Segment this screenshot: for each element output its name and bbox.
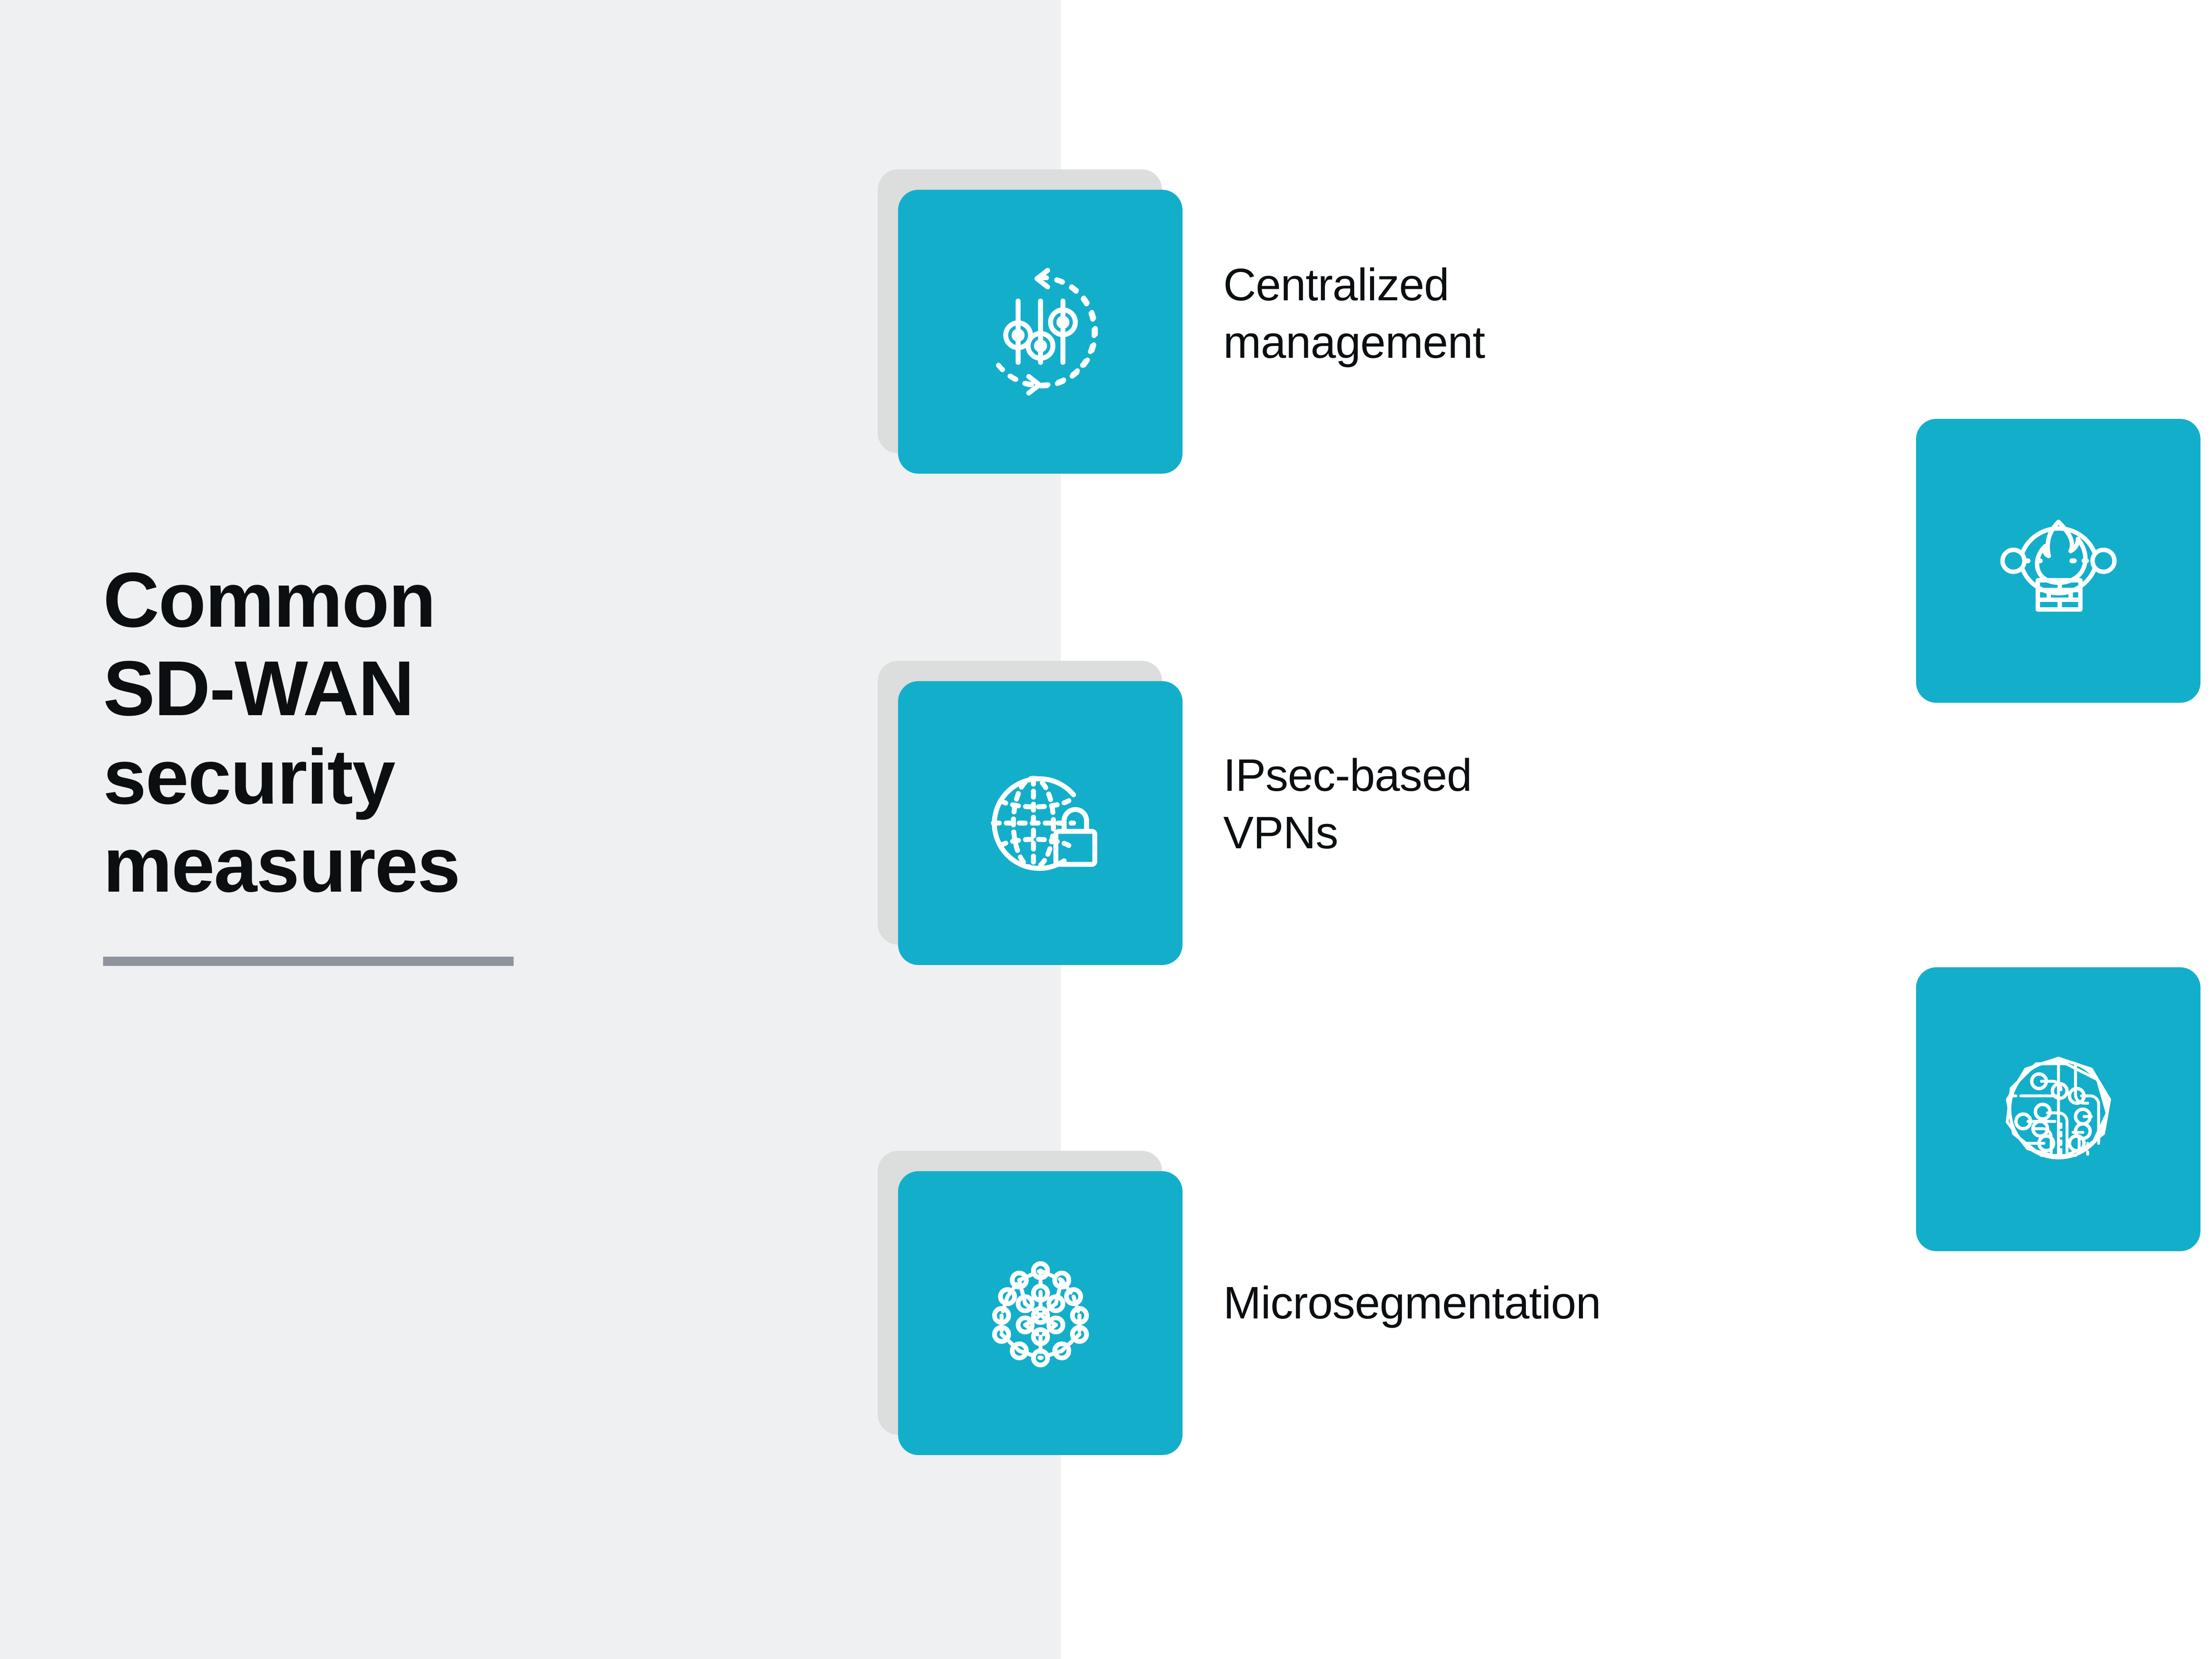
title-underline-rule: [103, 957, 514, 966]
globe-lock-icon: [970, 752, 1111, 894]
tile-ipsec-based-vpns[interactable]: [898, 681, 1183, 965]
tile-next-generation-firewalls[interactable]: [1916, 419, 2200, 703]
page-title: Common SD-WAN security measures: [103, 557, 461, 909]
tile-centralized-management[interactable]: [898, 190, 1183, 474]
tile-wrapper: [878, 661, 1183, 965]
sliders-refresh-icon: [970, 261, 1111, 402]
firewall-flame-icon: [1985, 488, 2131, 634]
tile-wrapper: [1916, 967, 2200, 1251]
tile-wrapper: [878, 1151, 1183, 1455]
item-label-centralized-management: Centralized management: [1223, 259, 1485, 368]
node-mesh-icon: [970, 1242, 1111, 1384]
tile-microsegmentation[interactable]: [898, 1171, 1183, 1455]
tile-wrapper: [1916, 419, 2200, 703]
item-label-microsegmentation: Microsegmentation: [1223, 1277, 1601, 1328]
item-label-ipsec-based-vpns: IPsec-based VPNs: [1223, 750, 1472, 858]
tile-ai-machine-learning[interactable]: [1916, 967, 2200, 1251]
ai-circuit-brain-icon: [1985, 1036, 2131, 1182]
tile-wrapper: [878, 169, 1183, 474]
heading-block: Common SD-WAN security measures: [103, 556, 678, 966]
